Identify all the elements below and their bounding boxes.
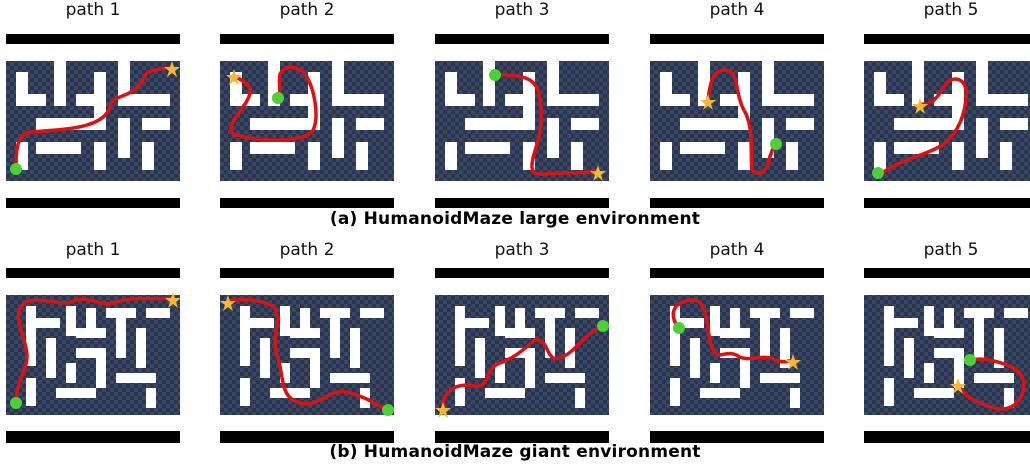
maze-giant: [220, 268, 394, 443]
path-line: [441, 324, 604, 407]
goal-star: [220, 295, 236, 311]
start-dot: [597, 320, 609, 332]
maze-giant: [864, 268, 1030, 443]
panel-title: path 4: [709, 0, 765, 20]
top-bar: [6, 34, 180, 44]
goal-star: [700, 94, 716, 110]
maze-large: [6, 34, 180, 208]
panel-title: path 2: [279, 240, 335, 260]
start-dot: [489, 69, 501, 81]
start-dot: [770, 138, 782, 150]
maze-large: [435, 34, 609, 208]
start-dot: [10, 163, 22, 175]
bottom-bar: [6, 198, 180, 208]
path-line: [14, 296, 175, 404]
start-dot: [673, 322, 685, 334]
goal-star: [165, 292, 180, 308]
path-line: [14, 65, 172, 170]
panel-title: path 2: [279, 0, 335, 20]
goal-star: [785, 354, 801, 370]
panel-a-3: path 3: [435, 0, 609, 215]
panel-title: path 5: [923, 240, 979, 260]
path-line: [706, 68, 778, 175]
path-line: [877, 77, 969, 176]
panel-title: path 1: [65, 240, 121, 260]
maze-giant: [650, 268, 824, 443]
start-dot: [964, 354, 976, 366]
panel-a-4: path 4: [650, 0, 824, 215]
panel-b-5: path 5: [864, 240, 1030, 445]
panel-b-3: path 3: [435, 240, 609, 445]
goal-star: [226, 69, 242, 85]
goal-star: [912, 98, 928, 114]
panel-title: path 1: [65, 0, 121, 20]
maze-giant: [435, 268, 609, 443]
panel-a-2: path 2: [220, 0, 394, 215]
panel-b-1: path 1: [6, 240, 180, 445]
panel-title: path 5: [923, 0, 979, 20]
maze-giant: [6, 268, 180, 443]
panel-b-2: path 2: [220, 240, 394, 445]
start-dot: [872, 167, 884, 179]
goal-star: [950, 378, 966, 394]
goal-star: [164, 61, 180, 77]
panel-a-1: path 1: [6, 0, 180, 215]
maze-large: [650, 34, 824, 208]
goal-star: [435, 402, 451, 418]
path-line: [227, 297, 389, 412]
caption-a: (a) HumanoidMaze large environment: [329, 209, 701, 229]
panel-title: path 4: [709, 240, 765, 260]
maze-walls: [16, 61, 170, 170]
path-line: [956, 357, 1026, 411]
path-line: [494, 72, 598, 176]
caption-b: (b) HumanoidMaze giant environment: [329, 442, 701, 462]
path-line: [671, 298, 795, 364]
start-dot: [10, 397, 22, 409]
maze-large: [864, 34, 1030, 208]
panel-title: path 3: [494, 240, 550, 260]
goal-star: [590, 165, 606, 181]
maze-large: [220, 34, 394, 208]
panel-title: path 3: [494, 0, 550, 20]
start-dot: [272, 92, 284, 104]
start-dot: [382, 404, 394, 416]
path-line: [229, 65, 318, 142]
panel-b-4: path 4: [650, 240, 824, 445]
panel-a-5: path 5: [864, 0, 1030, 215]
